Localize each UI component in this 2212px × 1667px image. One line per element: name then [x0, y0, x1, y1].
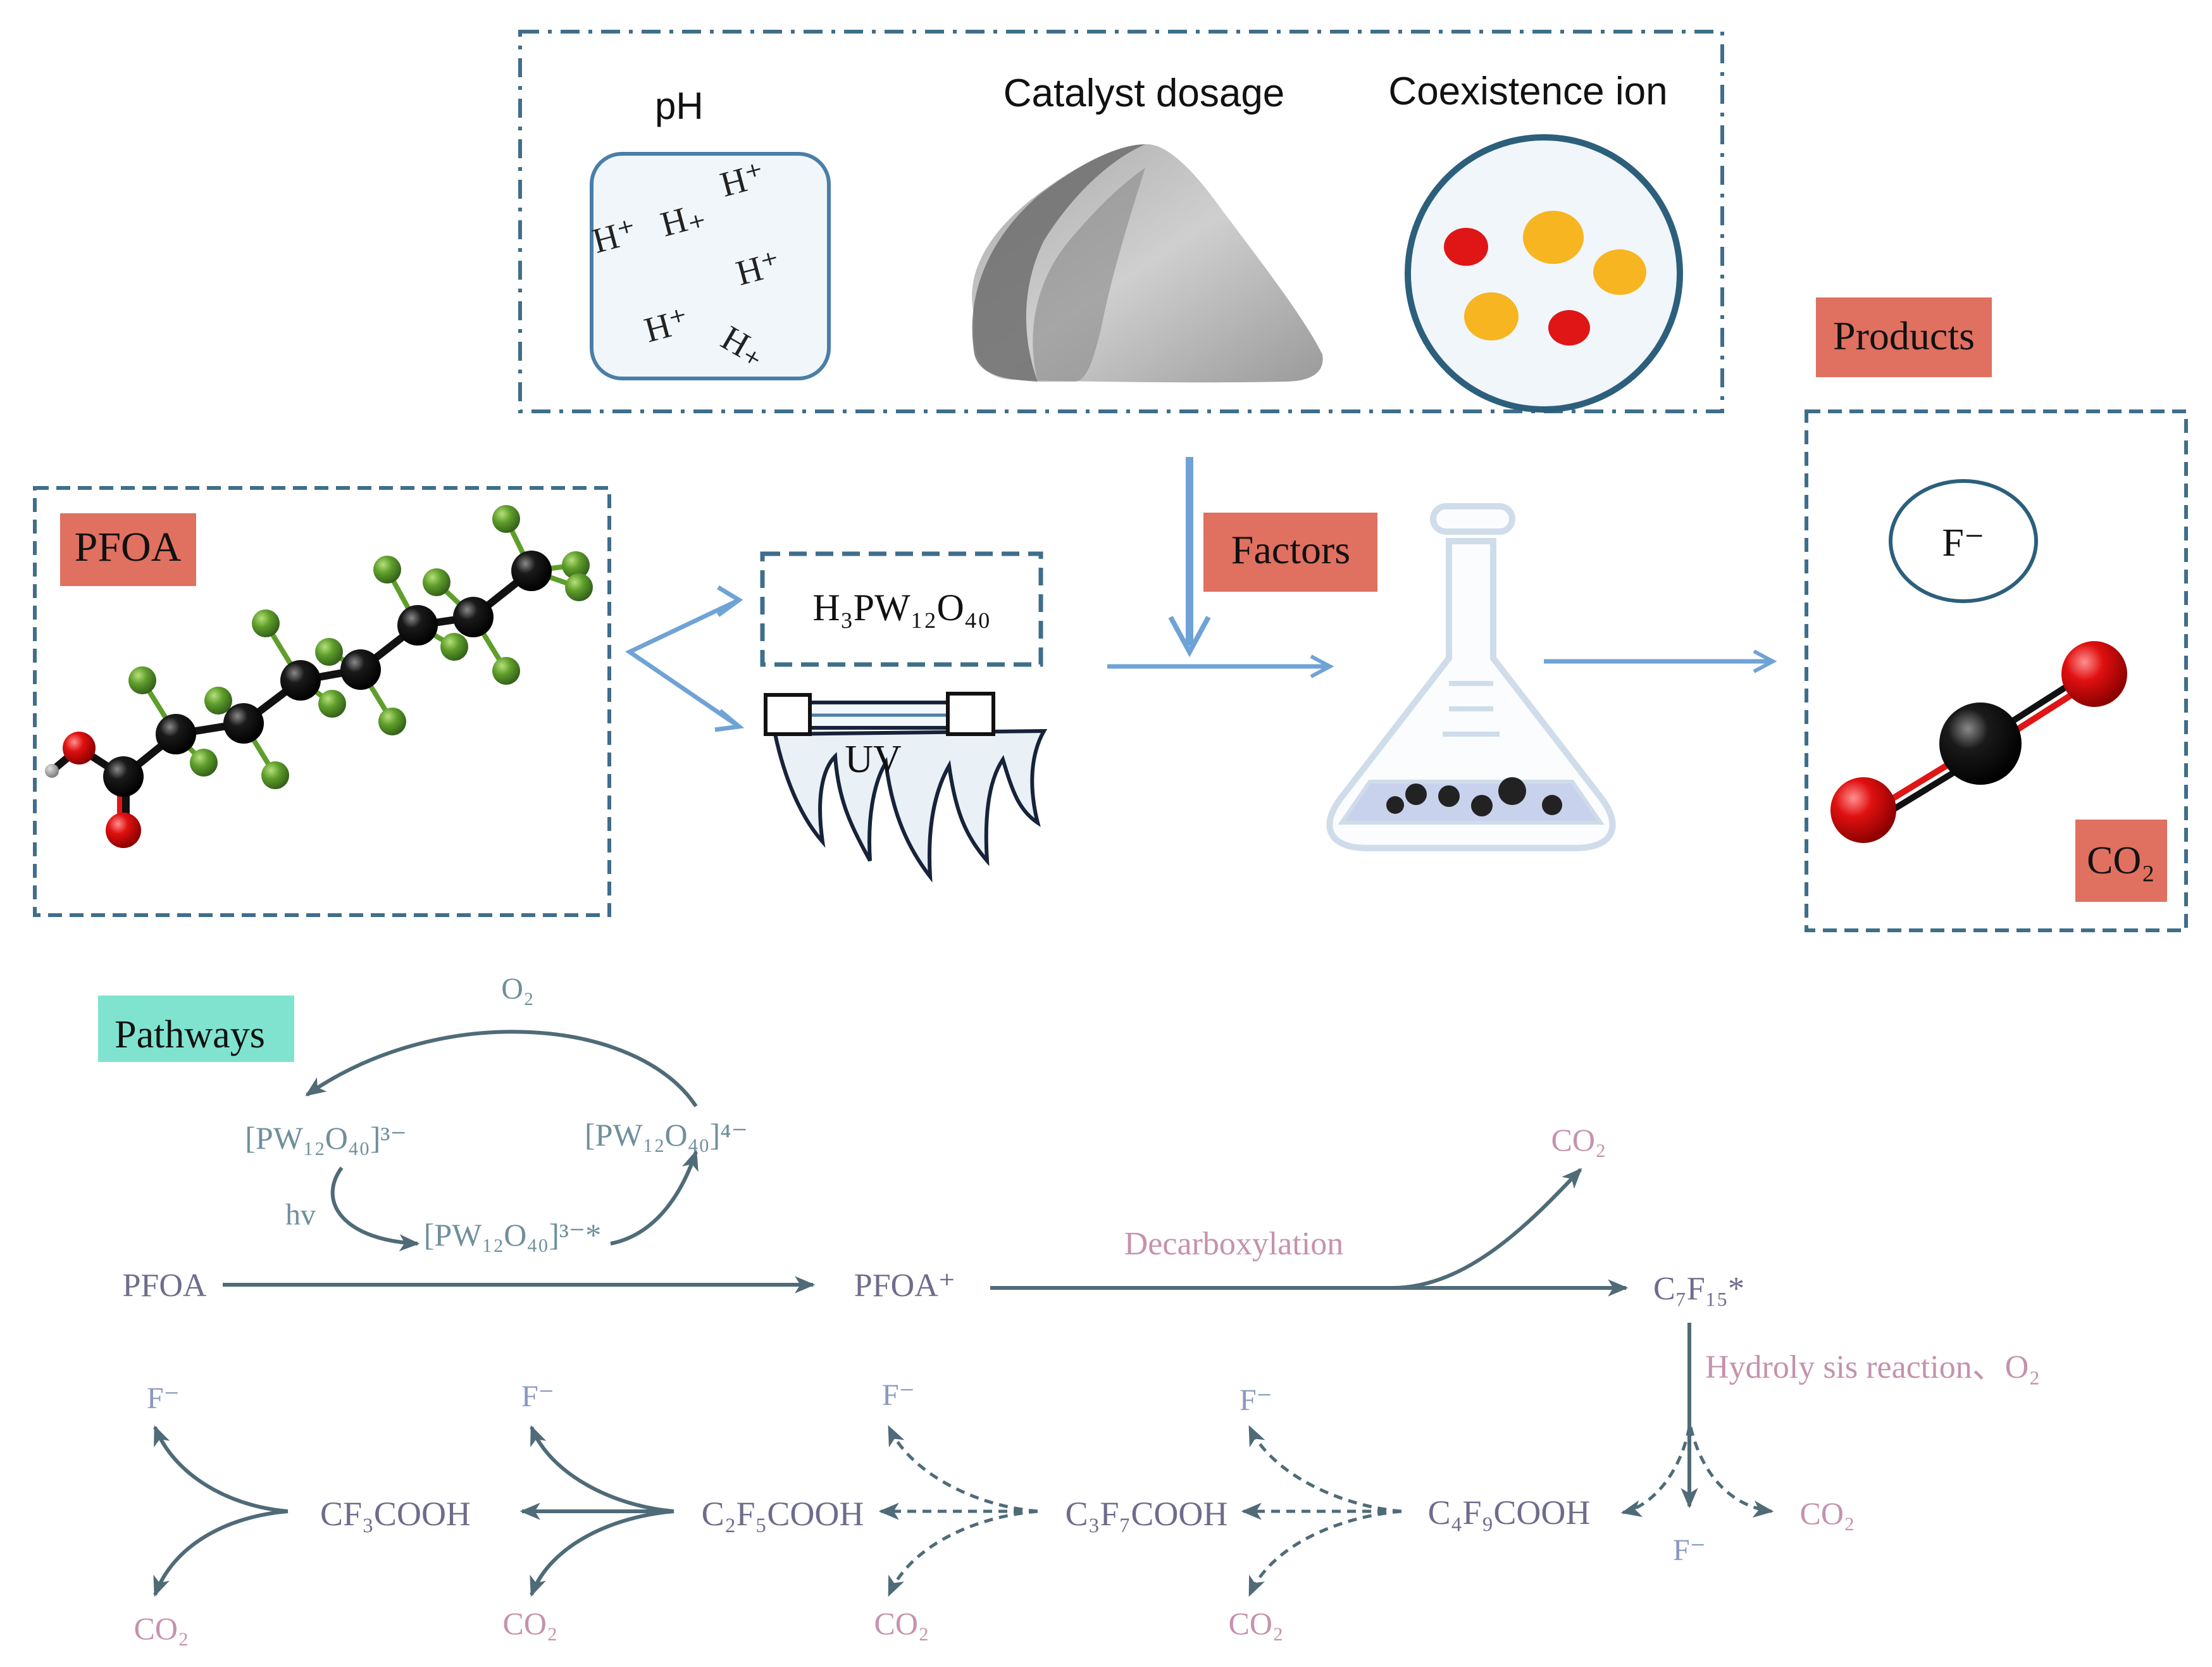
c7f15-radical: C₇F₁₅*	[1653, 1271, 1744, 1307]
fluoride-ion-circle	[1889, 479, 2038, 603]
co2-molecule-model	[1830, 641, 2127, 843]
step-c4-co2: CO₂	[1229, 1606, 1284, 1641]
catalyst-powder-pile-icon	[972, 144, 1323, 383]
hydrolysis-label: Hydroly sis reaction、O₂	[1705, 1349, 2040, 1385]
products-tag-label: Products	[1833, 313, 1975, 358]
compound-c2f5cooh: C₂F₅COOH	[702, 1495, 864, 1533]
main-degradation-chain: PFOA PFOA⁺ Decarboxylation CO₂ C₇F₁₅* Hy…	[123, 1122, 2041, 1567]
hv-label: hv	[285, 1198, 316, 1232]
step-c1-co2: CO₂	[134, 1611, 189, 1646]
decarboxylation-co2-arrow	[1391, 1168, 1582, 1290]
cycle-reoxidation-arrow	[305, 1030, 698, 1108]
pathways-tag-label: Pathways	[115, 1013, 265, 1056]
pfoa-tag	[60, 513, 196, 586]
decarboxylation-co2: CO₂	[1551, 1122, 1606, 1158]
factors-tag-label: Factors	[1231, 527, 1350, 572]
step-c1-fluoride-arrow	[153, 1425, 289, 1513]
step-c2-fluoride: F⁻	[521, 1380, 554, 1413]
coexistence-dish-icon	[1405, 134, 1683, 413]
pfoa-tag-label: PFOA	[75, 524, 182, 570]
factors-panel: pH H⁺ H₊ H⁺ H⁺ H⁺ H₊ Catalyst dosage Coe…	[518, 30, 1724, 413]
pfoa-molecule-model	[45, 505, 593, 848]
hydrolysis-fluoride: F⁻	[1673, 1533, 1706, 1567]
ion-yellow-3	[1464, 292, 1519, 340]
catalyst-dosage-label: Catalyst dosage	[1003, 72, 1285, 115]
to-c4f9cooh-arrow	[1620, 1427, 1691, 1517]
factors-down-arrow-head	[1168, 616, 1211, 658]
split-arrow-head-bottom	[714, 709, 745, 732]
catalyst-formula: H₃PW₁₂O₄₀	[812, 587, 990, 628]
step-c4-co2-arrow	[1248, 1509, 1402, 1597]
pw-4minus-label: [PW₁₂O₄₀]⁴⁻	[585, 1117, 748, 1152]
compound-c4f9cooh: C₄F₉COOH	[1428, 1494, 1591, 1532]
pathways-tag	[98, 996, 294, 1062]
pw-3minus-label: [PW₁₂O₄₀]³⁻	[245, 1120, 407, 1156]
ion-yellow-2	[1593, 249, 1646, 295]
products-tag	[1816, 297, 1992, 377]
catalytic-cycle: O₂ [PW₁₂O₄₀]³⁻ [PW₁₂O₄₀]⁴⁻ hv [PW₁₂O₄₀]³…	[245, 972, 748, 1252]
chain-shortening-steps: C₄F₉COOH C₃F₇COOH C₂F₅COOH CF₃COOH F⁻ F⁻…	[134, 1378, 1591, 1646]
decarboxylation-label: Decarboxylation	[1124, 1226, 1344, 1262]
ion-yellow-1	[1523, 211, 1584, 264]
products-panel: F⁻ CO₂	[1805, 409, 2188, 932]
step-c3-co2: CO₂	[874, 1606, 929, 1641]
electron-transfer-arrow	[610, 1149, 699, 1246]
pathway-pfoa-plus: PFOA⁺	[854, 1268, 955, 1304]
products-panel-border	[1805, 409, 2188, 932]
pfoa-panel: PFOA	[33, 486, 611, 917]
step-c2-fluoride-arrow	[530, 1425, 674, 1513]
pfoa-panel-border	[33, 486, 611, 917]
factors-tag	[1203, 513, 1377, 592]
uv-lamp-icon	[764, 692, 1048, 883]
ion-red-1	[1444, 228, 1488, 266]
pathway-pfoa: PFOA	[123, 1268, 207, 1304]
step-c4-fluoride: F⁻	[1240, 1383, 1272, 1417]
step-c4-fluoride-arrow	[1248, 1425, 1402, 1513]
factors-panel-border	[518, 30, 1724, 413]
co2-tag	[2075, 820, 2167, 902]
coexistence-ion-label: Coexistence ion	[1388, 70, 1667, 113]
photoexcitation-arrow	[330, 1166, 420, 1252]
reaction-flask-icon	[1326, 503, 1616, 851]
catalyst-box	[760, 551, 1043, 667]
co2-tag-label: CO₂	[2087, 839, 2155, 882]
step-c3-fluoride-arrow	[887, 1425, 1038, 1513]
hydrolysis-co2: CO₂	[1800, 1495, 1855, 1531]
step-c2-co2: CO₂	[503, 1606, 558, 1641]
split-arrows	[624, 585, 745, 732]
ion-red-2	[1548, 310, 1590, 346]
pw-excited-label: [PW₁₂O₄₀]³⁻*	[424, 1217, 602, 1252]
step-c1-co2-arrow	[153, 1509, 289, 1597]
compound-c3f7cooh: C₃F₇COOH	[1066, 1495, 1228, 1533]
step-c2-co2-arrow	[530, 1509, 674, 1597]
step-c3-co2-arrow	[887, 1509, 1038, 1597]
split-arrow-lines	[624, 597, 740, 728]
fluoride-label: F⁻	[1942, 521, 1984, 565]
split-arrow-head-top	[716, 585, 743, 617]
ph-beaker-icon	[590, 152, 831, 380]
ph-label: pH	[655, 85, 704, 127]
step-c3-fluoride: F⁻	[882, 1378, 915, 1412]
step-c1-fluoride: F⁻	[147, 1382, 180, 1415]
hydrolysis-co2-arrow	[1689, 1427, 1774, 1518]
compound-cf3cooh: CF₃COOH	[320, 1495, 471, 1533]
uv-label: UV	[845, 738, 902, 781]
cycle-o2-label: O₂	[501, 972, 533, 1006]
